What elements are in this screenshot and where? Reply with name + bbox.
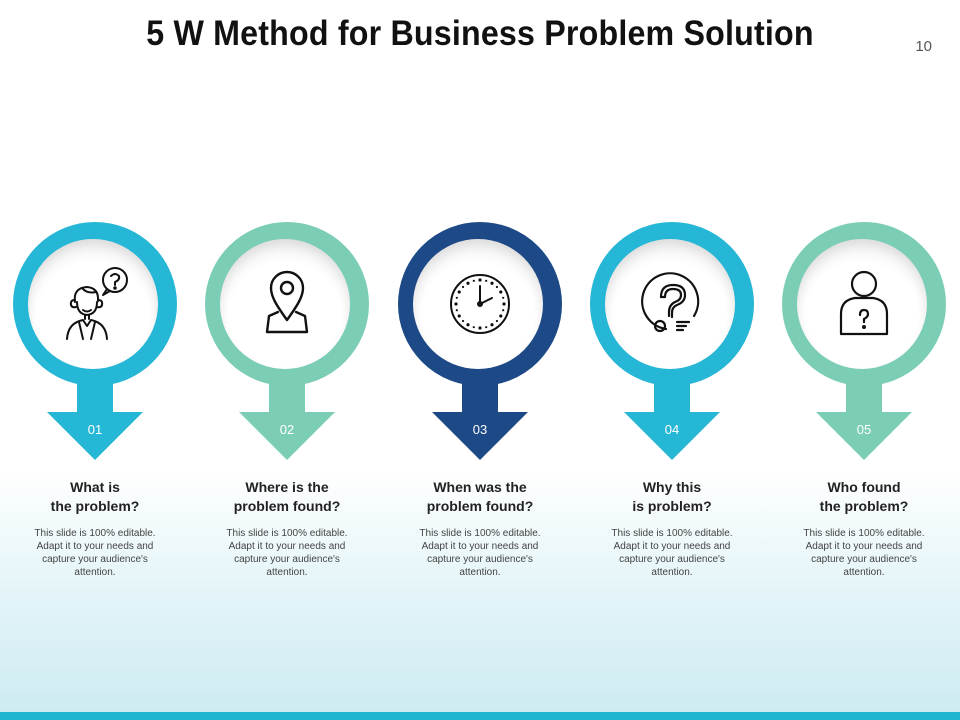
step-description: This slide is 100% editable. Adapt it to… [803, 528, 925, 578]
step-inner-circle [28, 239, 158, 369]
step-item: 04 Why this is problem? This slide is 10… [588, 222, 756, 582]
step-item: 02 Where is the problem found? This slid… [203, 222, 371, 582]
step-number: 04 [664, 422, 680, 437]
step-item: 03 When was the problem found? This slid… [396, 222, 564, 582]
step-arrow-head [624, 412, 720, 460]
bottom-accent-bar [0, 712, 960, 720]
step-heading: What is the problem? [50, 479, 140, 514]
step-inner-circle [220, 239, 350, 369]
slide-number: 10 [915, 38, 932, 55]
step-description: This slide is 100% editable. Adapt it to… [226, 528, 348, 578]
step-description: This slide is 100% editable. Adapt it to… [611, 528, 733, 578]
step-arrow-stem [654, 374, 690, 416]
step-arrow-stem [269, 374, 305, 416]
step-description: This slide is 100% editable. Adapt it to… [34, 528, 156, 578]
step-arrow-head [47, 412, 143, 460]
person-question-icon [55, 264, 135, 344]
step-arrow-stem [462, 374, 498, 416]
location-pin-icon [247, 264, 327, 344]
step-inner-circle [605, 239, 735, 369]
step-heading: When was the problem found? [426, 479, 534, 514]
step-arrow-head [239, 412, 335, 460]
clock-icon [440, 264, 520, 344]
step-description: This slide is 100% editable. Adapt it to… [419, 528, 541, 578]
slide-title: 5 W Method for Business Problem Solution [146, 14, 814, 53]
step-number: 01 [87, 422, 103, 437]
step-heading: Why this is problem? [632, 479, 712, 514]
step-number: 02 [279, 422, 295, 437]
step-inner-circle [797, 239, 927, 369]
unknown-person-icon [824, 264, 904, 344]
step-number: 03 [472, 422, 488, 437]
step-arrow-head [816, 412, 912, 460]
question-bubble-icon [632, 264, 712, 344]
step-heading: Who found the problem? [819, 479, 909, 514]
step-number: 05 [856, 422, 872, 437]
step-item: 05 Who found the problem? This slide is … [780, 222, 948, 582]
step-heading: Where is the problem found? [233, 479, 341, 514]
step-arrow-stem [846, 374, 882, 416]
step-item: 01 What is the problem? This slide is 10… [11, 222, 179, 582]
step-arrow-stem [77, 374, 113, 416]
step-arrow-head [432, 412, 528, 460]
